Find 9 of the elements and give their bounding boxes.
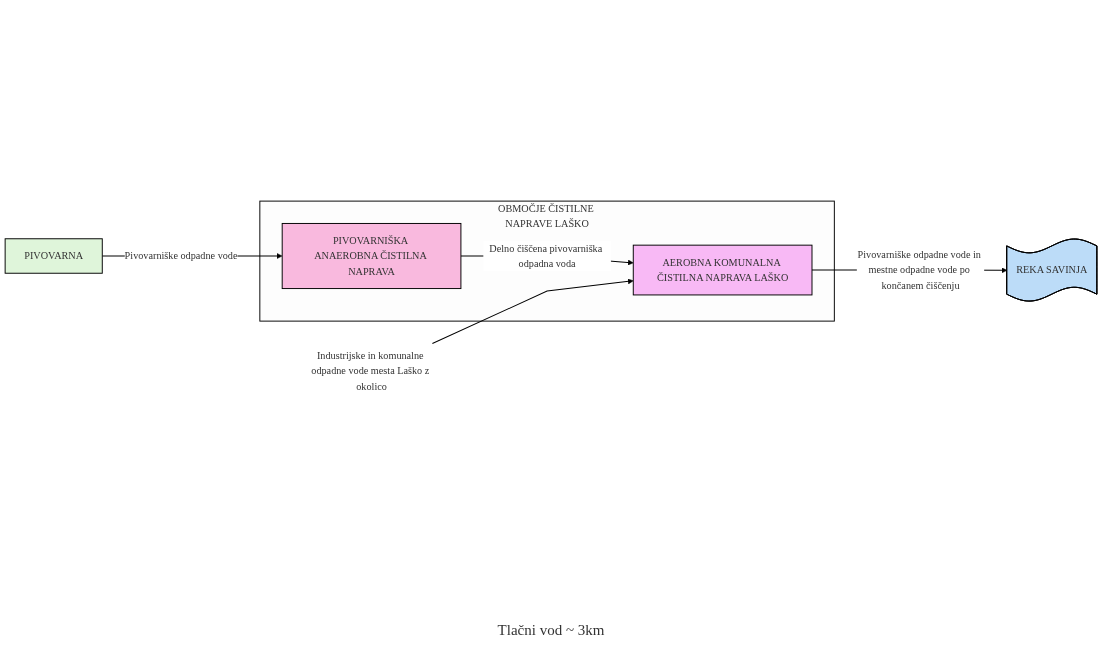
arrow (431, 278, 634, 344)
node-box: AEROBNA KOMUNALNA ČISTILNA NAPRAVA LAŠKO (632, 244, 813, 296)
node-box: PIVOVARNA (4, 238, 103, 274)
node-box: PIVOVARNIŠKA ANAEROBNA ČISTILNA NAPRAVA (281, 222, 462, 289)
edge-label: Pivovarniške odpadne vode in mestne odpadne vode po končanem čiščenju (857, 248, 981, 291)
edge-label: Delno čiščena pivovarniška odpadna voda (489, 242, 603, 269)
note-text: Tlačni vod ~ 3km (497, 622, 605, 638)
edge-label: Pivovarniške odpadne vode (124, 250, 238, 262)
node-text: Industrijske in komunalne odpadne vode mesta Laško z okolico (311, 350, 430, 392)
